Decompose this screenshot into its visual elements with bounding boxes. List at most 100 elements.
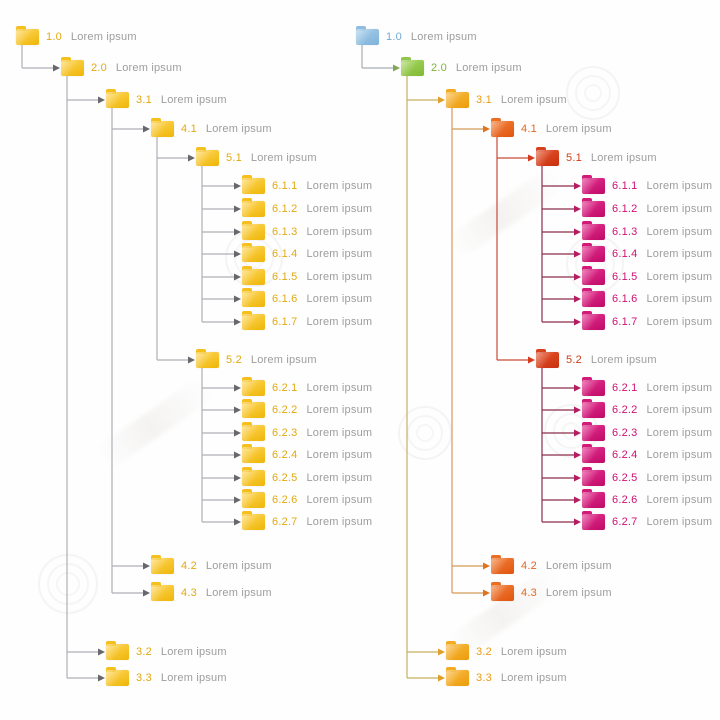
- connector-arrow: [574, 228, 581, 236]
- node-number: 1.0: [46, 31, 62, 43]
- connector-arrow: [574, 406, 581, 414]
- folder-tab: [356, 26, 366, 31]
- connector-arrow: [234, 474, 241, 482]
- connector-arrow: [574, 518, 581, 526]
- node-label: Lorem ipsum: [306, 427, 373, 439]
- tree-node: 6.1.1 Lorem ipsum: [242, 175, 373, 196]
- folder-tab: [582, 198, 592, 203]
- folder-tab: [491, 118, 501, 123]
- folder-tab: [536, 349, 546, 354]
- node-number: 3.3: [476, 672, 492, 684]
- connector-arrow: [574, 295, 581, 303]
- folder-sheen: [242, 425, 265, 441]
- connector-arrow: [234, 451, 241, 459]
- connector-arrow: [393, 64, 400, 72]
- node-number: 6.2.2: [612, 404, 638, 416]
- node-label: Lorem ipsum: [306, 248, 373, 260]
- folder-icon: [242, 399, 265, 418]
- node-label: Lorem ipsum: [646, 271, 713, 283]
- node-label: Lorem ipsum: [646, 248, 713, 260]
- node-number: 6.1.4: [612, 248, 638, 260]
- folder-icon: [242, 489, 265, 508]
- node-number: 6.1.1: [272, 180, 298, 192]
- folder-icon: [491, 555, 514, 574]
- node-number: 6.1.3: [612, 226, 638, 238]
- node-label: Lorem ipsum: [590, 354, 657, 366]
- node-label: Lorem ipsum: [646, 316, 713, 328]
- node-label: Lorem ipsum: [500, 672, 567, 684]
- node-number: 6.1.4: [272, 248, 298, 260]
- node-number: 6.1.7: [272, 316, 298, 328]
- folder-icon: [582, 311, 605, 330]
- folder-icon: [242, 266, 265, 285]
- node-number: 3.1: [136, 94, 152, 106]
- folder-icon: [242, 243, 265, 262]
- folder-tab: [242, 243, 252, 248]
- node-label: Lorem ipsum: [306, 516, 373, 528]
- node-number: 6.1.3: [272, 226, 298, 238]
- folder-tab: [582, 422, 592, 427]
- folder-tab: [242, 377, 252, 382]
- folder-tab: [151, 118, 161, 123]
- folder-icon: [61, 57, 84, 76]
- folder-tab: [446, 641, 456, 646]
- folder-icon: [582, 511, 605, 530]
- node-label: Lorem ipsum: [306, 180, 373, 192]
- connector-arrow: [574, 496, 581, 504]
- node-number: 6.1.1: [612, 180, 638, 192]
- folder-tab: [242, 444, 252, 449]
- folder-icon: [106, 641, 129, 660]
- folder-icon: [106, 89, 129, 108]
- folder-tab: [582, 311, 592, 316]
- folder-tab: [196, 147, 206, 152]
- folder-sheen: [151, 585, 174, 601]
- node-number: 6.2.6: [612, 494, 638, 506]
- connector-arrow: [143, 589, 150, 597]
- connector-arrow: [98, 648, 105, 656]
- folder-tab: [582, 377, 592, 382]
- node-label: Lorem ipsum: [545, 123, 612, 135]
- node-label: Lorem ipsum: [205, 560, 272, 572]
- node-label: Lorem ipsum: [455, 62, 522, 74]
- folder-sheen: [401, 60, 424, 76]
- folder-sheen: [356, 29, 379, 45]
- folder-tab: [242, 511, 252, 516]
- node-number: 3.2: [136, 646, 152, 658]
- node-label: Lorem ipsum: [306, 271, 373, 283]
- folder-sheen: [242, 246, 265, 262]
- folder-tab: [242, 221, 252, 226]
- folder-tab: [582, 489, 592, 494]
- node-number: 6.2.3: [612, 427, 638, 439]
- folder-sheen: [106, 92, 129, 108]
- folder-sheen: [582, 402, 605, 418]
- tree-node: 3.3 Lorem ipsum: [446, 667, 567, 688]
- folder-sheen: [242, 224, 265, 240]
- node-label: Lorem ipsum: [70, 31, 137, 43]
- folder-tab: [106, 667, 116, 672]
- folder-icon: [242, 198, 265, 217]
- connector-arrow: [234, 384, 241, 392]
- folder-sheen: [242, 314, 265, 330]
- folder-tab: [242, 311, 252, 316]
- folder-tab: [446, 667, 456, 672]
- folder-icon: [582, 489, 605, 508]
